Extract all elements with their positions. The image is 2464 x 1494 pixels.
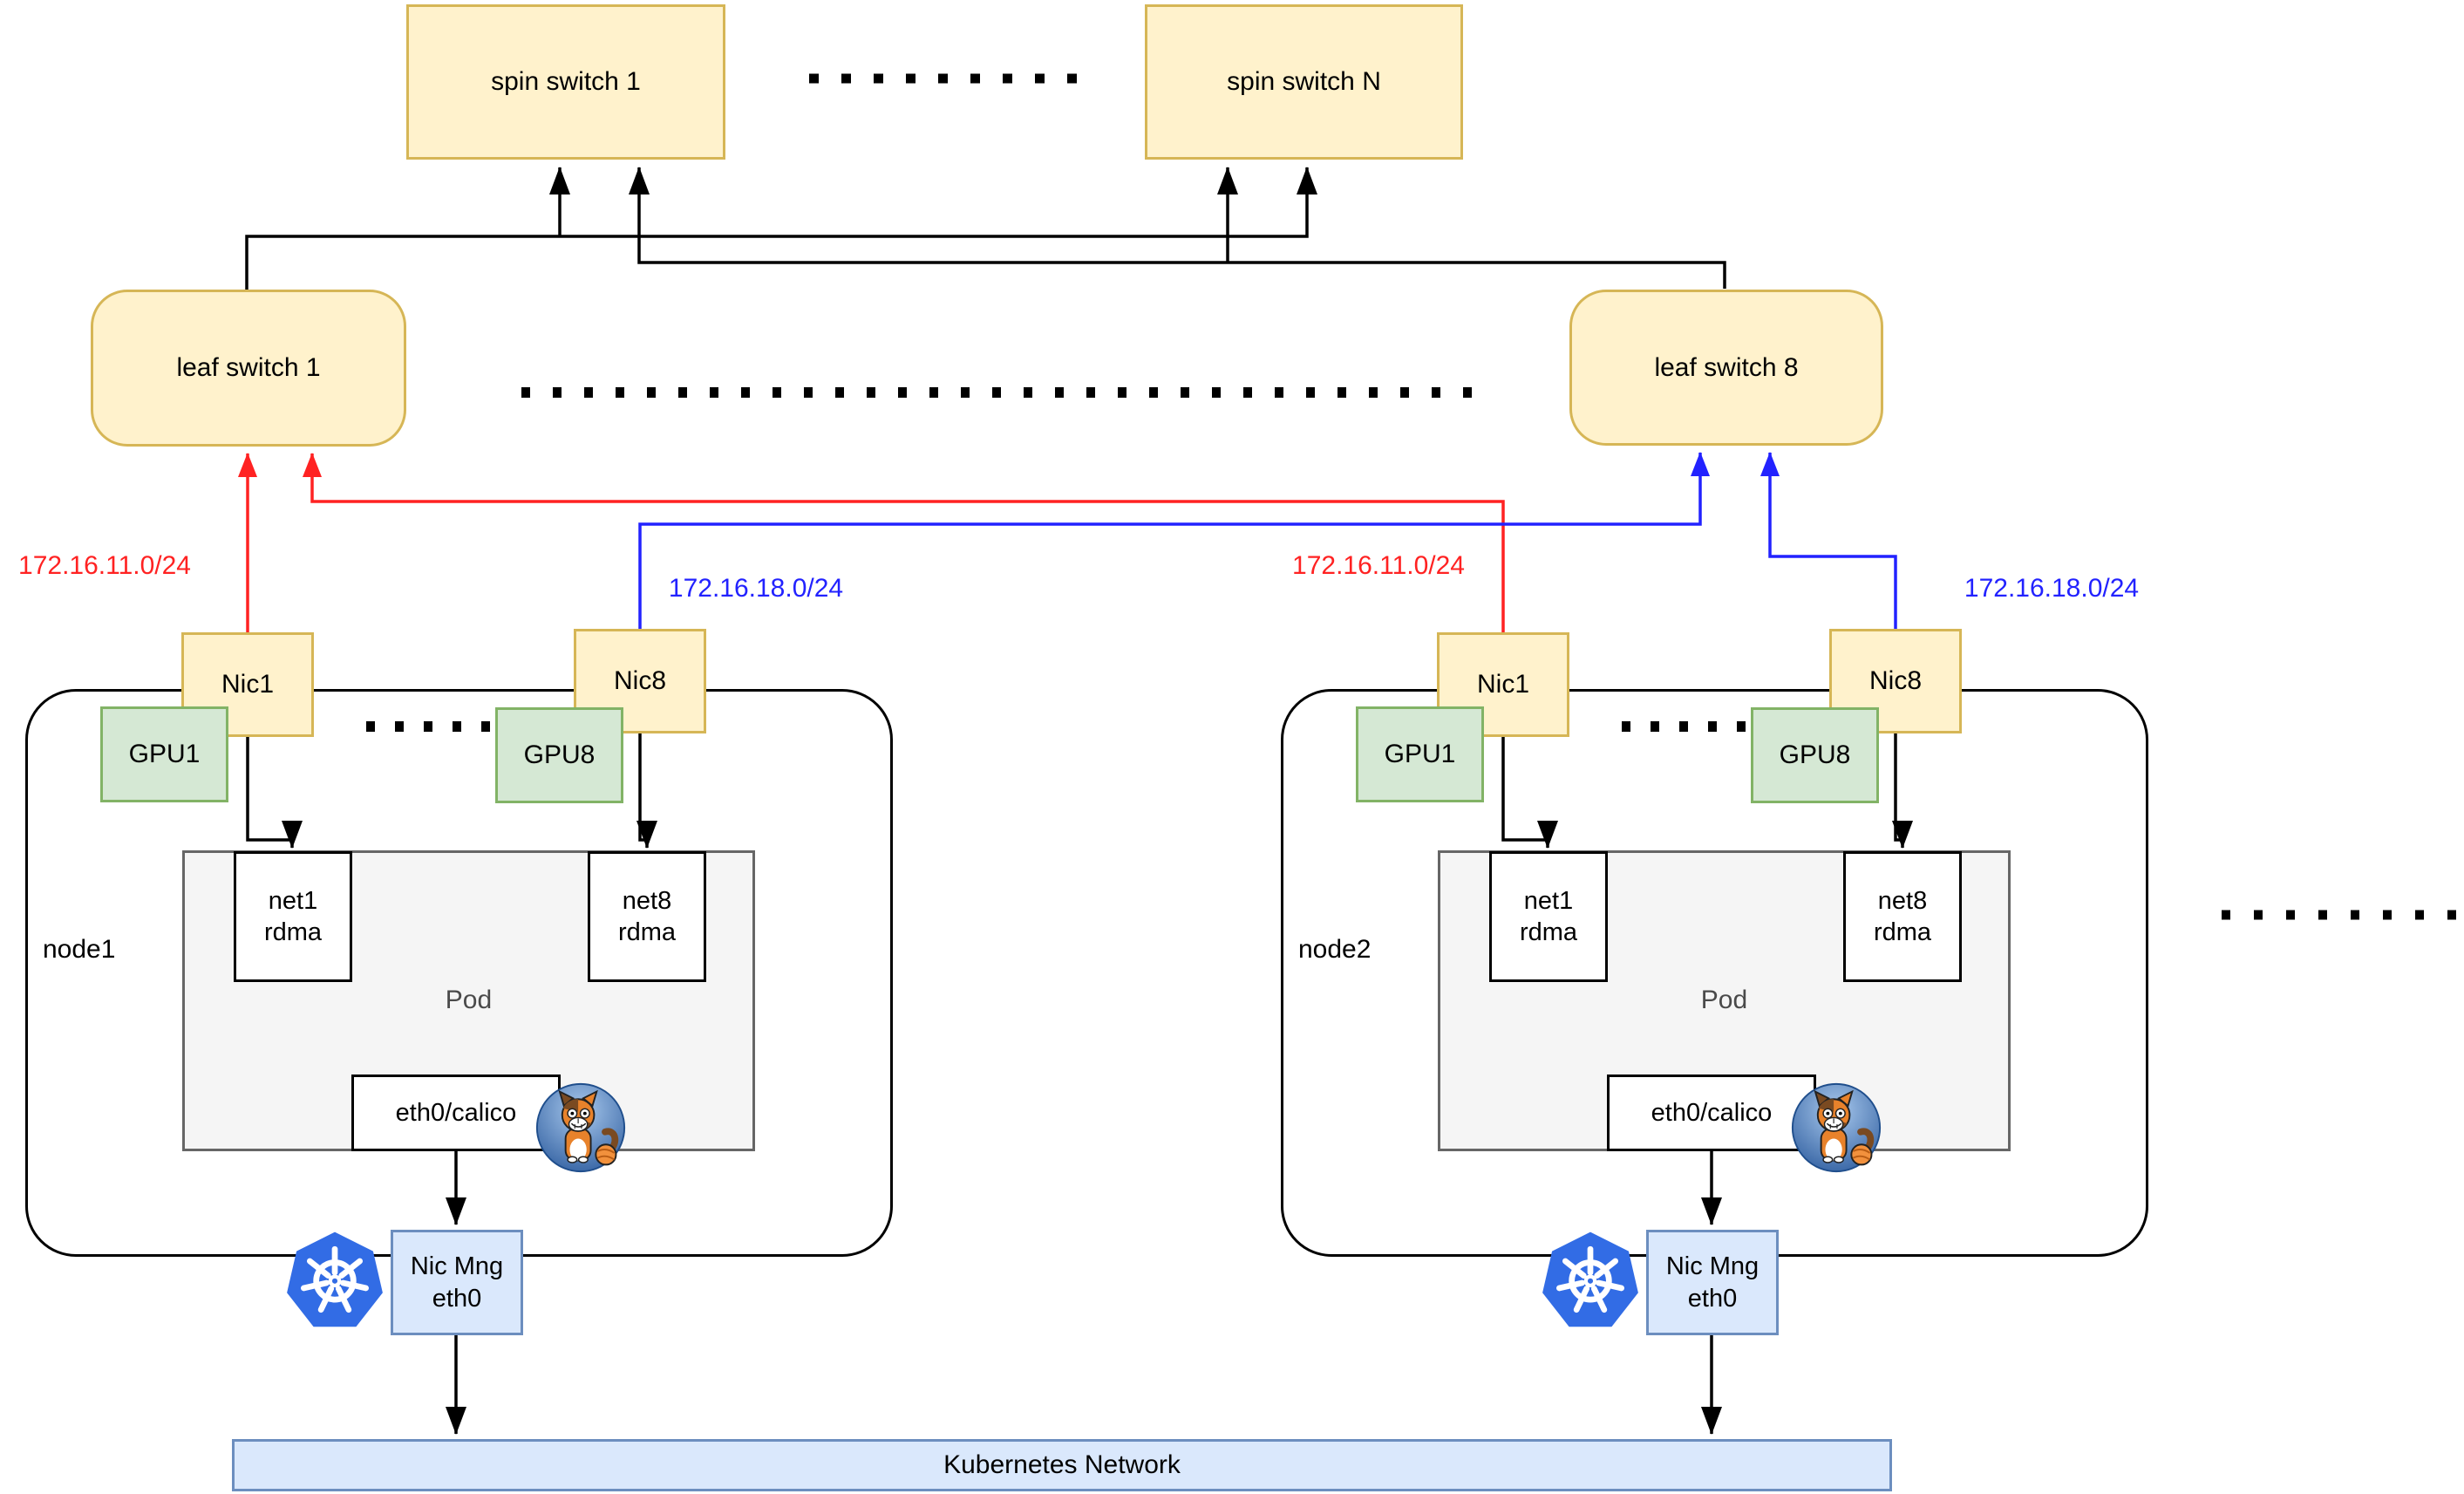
node1-net8-line2: rdma [617, 918, 677, 946]
leaf-switch-1-label: leaf switch 1 [176, 353, 321, 383]
node2-gpu8-label: GPU8 [1779, 740, 1851, 770]
node1-gpu1: GPU1 [100, 706, 228, 802]
link-leaf1-to-spineN [245, 167, 1317, 290]
node1-net8-rdma-interface: net8 rdma [588, 851, 706, 982]
node2-net8-rdma-interface: net8 rdma [1843, 851, 1962, 982]
link-leaf8-to-spine1 [629, 167, 1726, 289]
leaf-switch-8-label: leaf switch 8 [1654, 352, 1799, 382]
link-node2-nic1-to-leaf1 [303, 453, 1505, 632]
leaf-switch-1: leaf switch 1 [91, 290, 406, 447]
subnet-label-red-node1: 172.16.11.0/24 [18, 551, 191, 580]
node1-gpu8-label: GPU8 [523, 740, 596, 770]
node2-nic1-label: Nic1 [1476, 670, 1529, 699]
node2-nicmng-line1: Nic Mng [1665, 1252, 1760, 1281]
node2-nic8-label: Nic8 [1868, 666, 1922, 696]
node1-eth0-calico-interface: eth0/calico [351, 1074, 561, 1151]
node1-eth0-calico-label: eth0/calico [395, 1098, 517, 1127]
link-node1-nic8-to-leaf8 [638, 452, 1710, 629]
node2-label: node2 [1298, 935, 1372, 964]
node2-net1-rdma-interface: net1 rdma [1489, 851, 1608, 982]
kubernetes-network-label: Kubernetes Network [943, 1450, 1181, 1480]
kubernetes-icon [1542, 1231, 1638, 1327]
spine-switch-1: spin switch 1 [406, 4, 725, 160]
node2-eth0-calico-interface: eth0/calico [1607, 1074, 1816, 1151]
node1-net8-line1: net8 [622, 886, 672, 915]
node1-net1-line1: net1 [268, 886, 318, 915]
node2-nic-mng-eth0: Nic Mng eth0 [1646, 1230, 1779, 1335]
node1-net1-line2: rdma [263, 918, 323, 946]
subnet-label-blue-node1: 172.16.18.0/24 [668, 574, 844, 603]
link-node1-nic1-to-net1 [246, 737, 303, 849]
node2-net1-line2: rdma [1519, 918, 1578, 946]
leaf-switch-8: leaf switch 8 [1569, 290, 1883, 446]
node2-eth0-calico-label: eth0/calico [1651, 1098, 1773, 1127]
link-node2-nic1-to-net1 [1501, 737, 1558, 849]
calico-cat-icon [535, 1082, 626, 1173]
node1-nic8-label: Nic8 [613, 666, 666, 696]
spine-switch-1-label: spin switch 1 [491, 67, 641, 97]
link-node2-nic8-to-net8 [1892, 733, 1913, 849]
node1-label: node1 [43, 935, 116, 964]
node1-net1-rdma-interface: net1 rdma [234, 851, 352, 982]
calico-cat-icon [1791, 1082, 1882, 1173]
node2-gpu1: GPU1 [1356, 706, 1484, 802]
node1-gpu1-label: GPU1 [128, 740, 201, 769]
node2-gpu8: GPU8 [1751, 707, 1879, 803]
node1-nic1-label: Nic1 [221, 670, 274, 699]
node2-pod-label: Pod [1700, 986, 1748, 1014]
link-node1-nic8-to-net8 [636, 733, 657, 849]
node2-nicmng-line2: eth0 [1687, 1284, 1738, 1313]
node2-net8-line2: rdma [1873, 918, 1932, 946]
node1-gpu8: GPU8 [495, 707, 623, 803]
kubernetes-network-bar: Kubernetes Network [232, 1439, 1892, 1491]
subnet-label-red-node2: 172.16.11.0/24 [1292, 551, 1465, 580]
node2-net8-line1: net8 [1877, 886, 1928, 915]
spine-switch-n-label: spin switch N [1227, 67, 1381, 97]
node2-gpu1-label: GPU1 [1384, 740, 1456, 769]
node1-nic-mng-eth0: Nic Mng eth0 [391, 1230, 523, 1335]
spine-switch-n: spin switch N [1145, 4, 1463, 160]
subnet-label-blue-node2: 172.16.18.0/24 [1964, 574, 2140, 603]
node1-nicmng-line2: eth0 [432, 1284, 482, 1313]
node2-net1-line1: net1 [1523, 886, 1574, 915]
node1-pod-label: Pod [445, 986, 493, 1014]
node2-nic8: Nic8 [1829, 629, 1962, 733]
kubernetes-icon [287, 1231, 383, 1327]
node1-nicmng-line1: Nic Mng [410, 1252, 504, 1281]
link-node2-nic8-to-leaf8 [1760, 452, 1897, 629]
